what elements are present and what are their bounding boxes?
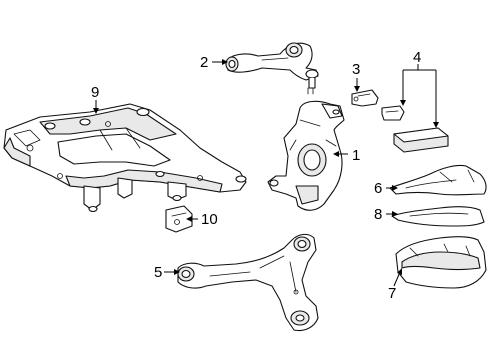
callout-4: 4 bbox=[413, 49, 421, 66]
upper-control-arm-part bbox=[225, 42, 319, 95]
callout-3: 3 bbox=[352, 61, 360, 78]
callout-5: 5 bbox=[154, 264, 162, 281]
callout-6: 6 bbox=[374, 180, 382, 197]
bracket-pad-part bbox=[381, 105, 449, 153]
mount-part bbox=[165, 205, 193, 233]
bracket-part bbox=[351, 89, 379, 107]
callout-8: 8 bbox=[374, 206, 382, 223]
callout-1: 1 bbox=[352, 147, 360, 164]
leader-lines bbox=[93, 59, 439, 287]
callout-10: 10 bbox=[201, 211, 218, 228]
subframe-part bbox=[3, 103, 247, 213]
callout-9: 9 bbox=[91, 84, 99, 101]
steering-knuckle-part bbox=[267, 100, 345, 211]
lower-cover-part bbox=[395, 236, 487, 289]
lower-control-arm-part bbox=[177, 233, 319, 332]
callout-7: 7 bbox=[388, 285, 396, 302]
callout-2: 2 bbox=[200, 54, 208, 71]
shield-middle-part bbox=[391, 206, 485, 227]
callout-labels: 1 2 3 4 5 6 7 8 9 10 bbox=[91, 49, 421, 302]
shield-upper-part bbox=[389, 164, 487, 196]
